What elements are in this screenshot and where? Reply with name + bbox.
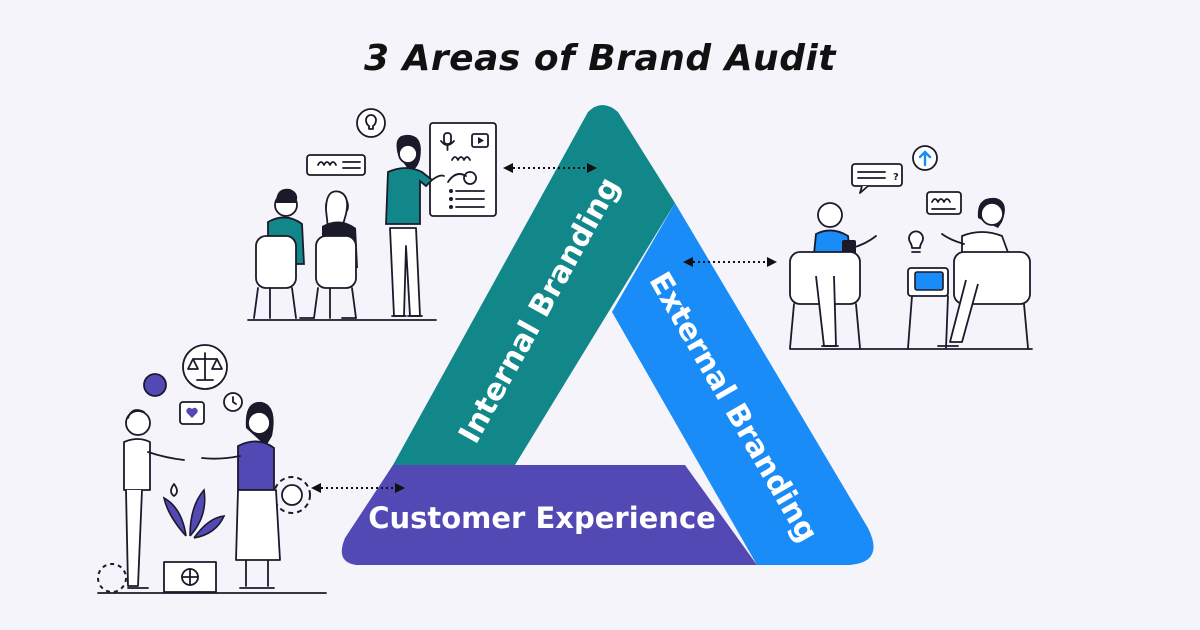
triangle bbox=[341, 105, 874, 565]
external-branding-segment bbox=[612, 203, 874, 565]
question-speech-bubble-icon: ? bbox=[851, 163, 903, 194]
balance-scale-icon bbox=[182, 344, 228, 390]
arrow-up-icon bbox=[912, 145, 938, 171]
presenter-figure bbox=[385, 134, 445, 317]
man-figure bbox=[789, 202, 877, 349]
lightbulb-icon bbox=[908, 230, 924, 253]
microphone-icon bbox=[440, 132, 455, 151]
globe-icon bbox=[143, 373, 167, 397]
man-figure bbox=[123, 409, 185, 589]
page-title: 3 Areas of Brand Audit bbox=[363, 38, 837, 79]
handshake-illustration bbox=[97, 344, 327, 594]
woman-figure bbox=[789, 197, 1033, 350]
speech-bubble-icon bbox=[306, 154, 366, 176]
internal-branding-segment bbox=[393, 105, 675, 465]
customer-experience-segment bbox=[341, 465, 757, 565]
speech-bubble-icon bbox=[926, 191, 962, 215]
audience-figures bbox=[247, 188, 437, 321]
heart-speech-bubble-icon bbox=[179, 401, 205, 425]
woman-figure bbox=[201, 401, 281, 589]
presentation-illustration bbox=[247, 108, 497, 321]
conversation-illustration: ? bbox=[789, 145, 1033, 350]
lightbulb-icon bbox=[356, 108, 386, 138]
svg-text:?: ? bbox=[893, 172, 899, 183]
clock-icon bbox=[223, 392, 243, 412]
laptop-icon bbox=[914, 271, 944, 291]
plant-pot bbox=[162, 483, 226, 593]
customer-experience-label: Customer Experience bbox=[368, 501, 716, 535]
play-icon bbox=[471, 133, 489, 148]
presentation-board bbox=[429, 122, 497, 217]
